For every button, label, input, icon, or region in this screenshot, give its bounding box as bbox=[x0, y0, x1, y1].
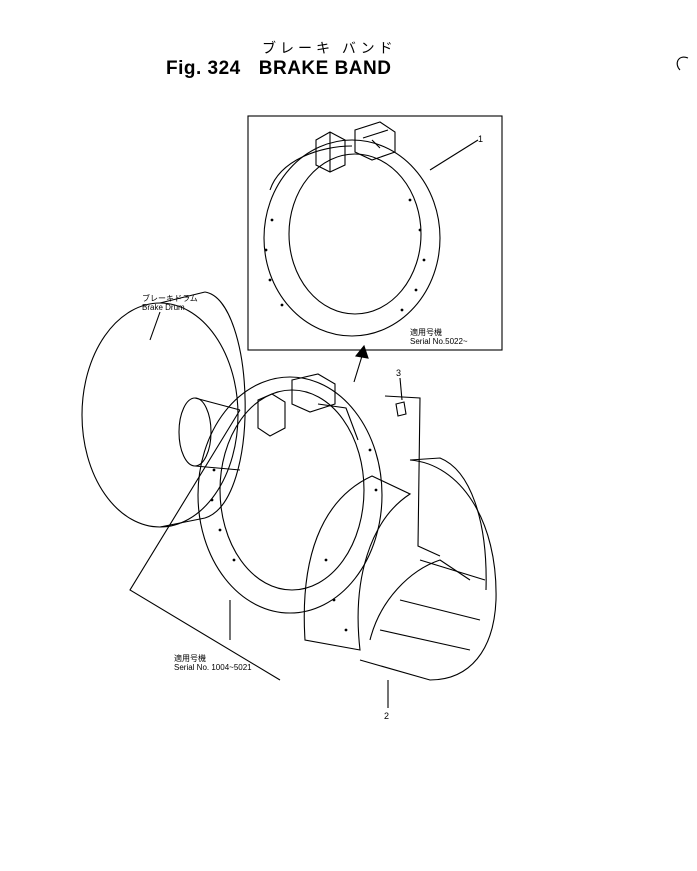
inset-frame bbox=[247, 115, 503, 351]
rivet-holes bbox=[210, 198, 426, 632]
corner-mark bbox=[676, 56, 689, 71]
brake-band-assembly bbox=[197, 373, 383, 614]
figure-name: BRAKE BAND bbox=[258, 58, 392, 79]
serial-label-bottom: Serial No. 1004~5021 bbox=[174, 663, 252, 672]
brake-drum bbox=[81, 291, 246, 528]
inset-brake-band bbox=[263, 121, 441, 337]
brake-drum-label: Brake Drum bbox=[142, 303, 185, 312]
figure-title: Fig. 324 BRAKE BAND bbox=[166, 58, 409, 80]
serial-label-top: Serial No.5022~ bbox=[410, 337, 468, 346]
title-japanese: ブレーキ バンド bbox=[262, 40, 397, 56]
bolt bbox=[395, 401, 407, 417]
leader-part-1 bbox=[429, 139, 479, 171]
leader-part-3 bbox=[399, 377, 403, 401]
part-number-1: 1 bbox=[478, 134, 484, 144]
applicable-label-bottom: 適用号機 bbox=[174, 654, 206, 663]
part-number-2: 2 bbox=[384, 711, 390, 721]
brake-drum-label-jp: ブレーキドラム bbox=[142, 294, 198, 303]
figure-number: Fig. 324 bbox=[166, 58, 241, 79]
brake-lining-segments bbox=[303, 457, 497, 681]
applicable-label-top: 適用号機 bbox=[410, 328, 442, 337]
part-number-3: 3 bbox=[396, 368, 402, 378]
